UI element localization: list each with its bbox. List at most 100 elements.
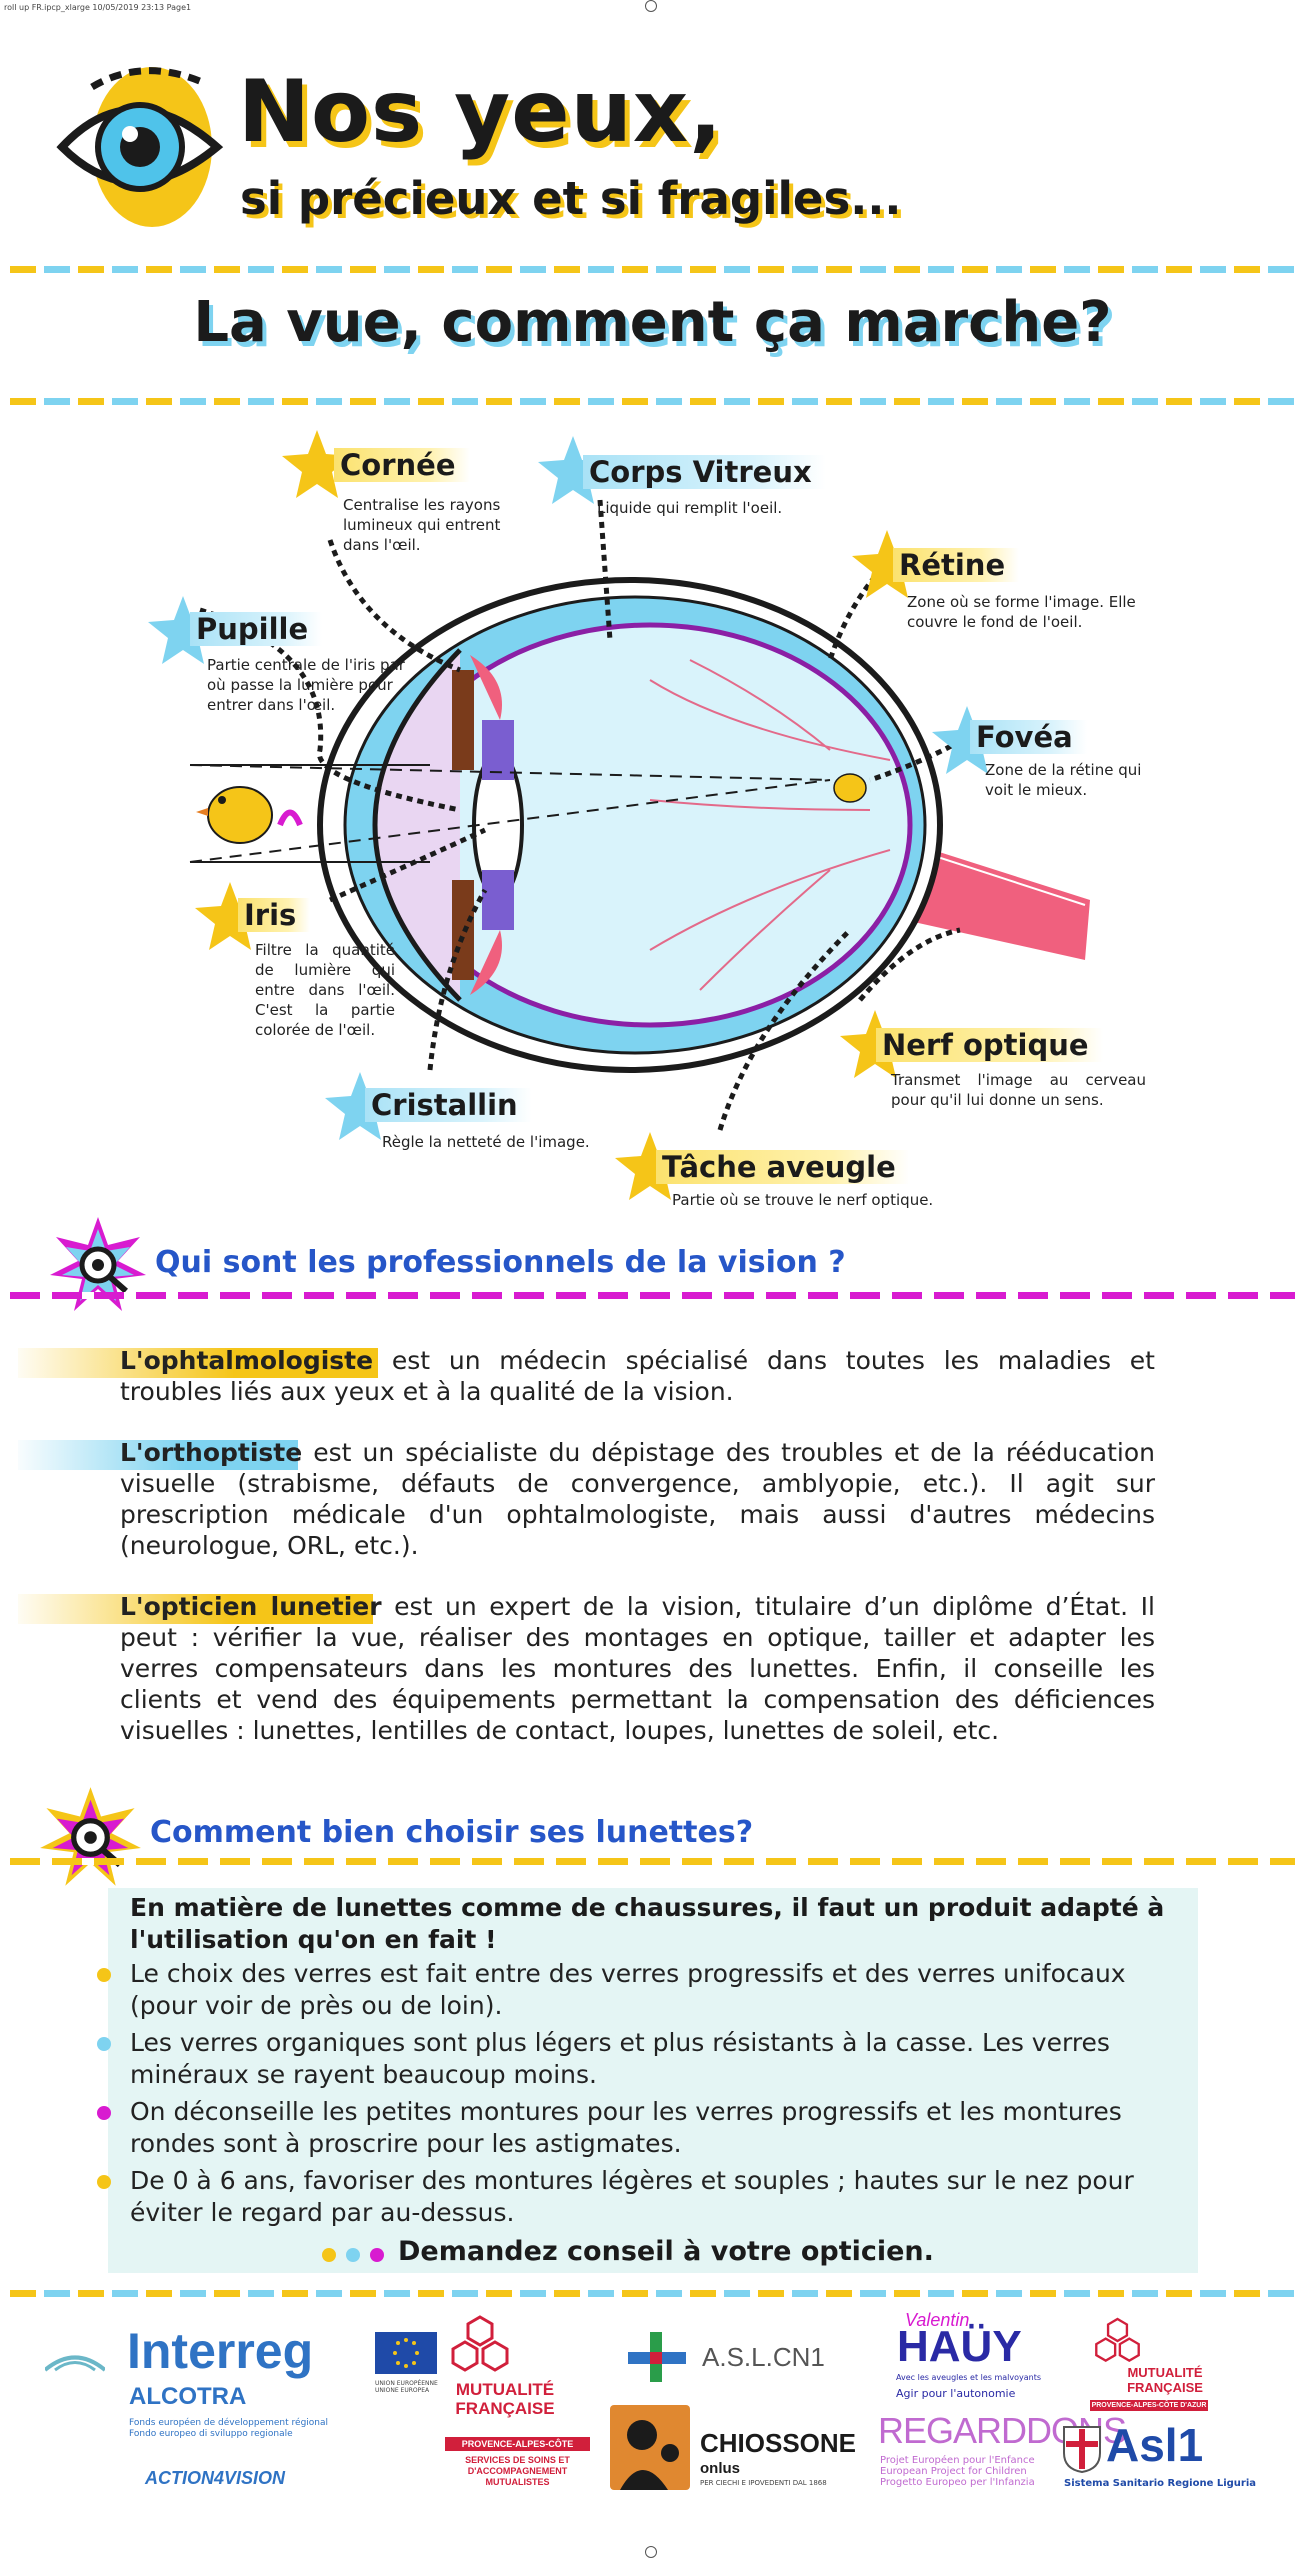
label-nerf-optique: Nerf optique: [876, 1028, 1103, 1062]
term-orthoptiste: L'orthoptiste: [120, 1438, 303, 1467]
mutualite-region-2: PROVENCE-ALPES-CÔTE D'AZUR: [1090, 2400, 1208, 2411]
star-icon: [852, 530, 922, 598]
eye-logo-icon: [56, 67, 224, 227]
highlight-opticien: [18, 1594, 373, 1624]
label-tache-aveugle: Tâche aveugle: [656, 1150, 910, 1184]
star-icon: [932, 706, 1002, 774]
divider-section: [10, 398, 1295, 405]
interreg-sub2: Fondo europeo di sviluppo regionale: [129, 2429, 293, 2439]
label-cornee: Cornée: [334, 448, 470, 482]
asl1-logo: Asl1: [1106, 2419, 1204, 2471]
page-subtitle: si précieux et si fragiles...: [240, 172, 902, 225]
highlight-ophtalmo: [18, 1348, 378, 1378]
tip-item: Les verres organiques sont plus légers e…: [130, 2028, 1110, 2089]
para-opticien: L'opticien lunetier est un expert de la …: [120, 1591, 1155, 1746]
mutualite-logo: MUTUALITÉ FRANÇAISE: [455, 2380, 555, 2418]
bullet-dot: [97, 1968, 111, 1982]
asl1-sub: Sistema Sanitario Regione Liguria: [1064, 2478, 1257, 2489]
desc-pupille: Partie centrale de l'iris par où passe l…: [207, 656, 405, 714]
registration-mark-bottom: [645, 2546, 657, 2558]
text-orthoptiste: est un spécialiste du dépistage des trou…: [120, 1438, 1155, 1560]
valentin-text: Valentin: [905, 2310, 970, 2330]
divider-professionals: [10, 1292, 1295, 1299]
alcotra-logo: ALCOTRA: [129, 2383, 247, 2410]
para-ophtalmologiste: L'ophtalmologiste est un médecin spécial…: [120, 1345, 1155, 1407]
divider-footer: [10, 2290, 1295, 2297]
star-icon: [538, 436, 608, 504]
interreg-wave-icon: [45, 2355, 105, 2372]
desc-cristallin: Règle la netteté de l'image.: [382, 1133, 590, 1151]
mutualite-region: PROVENCE-ALPES-CÔTE D'AZUR: [445, 2437, 590, 2463]
chiossone-sub: PER CIECHI E IPOVEDENTI DAL 1868: [700, 2479, 827, 2487]
hauy-sub1: Avec les aveugles et les malvoyants: [896, 2373, 1042, 2382]
magnifier-star-icon: [40, 1787, 141, 1886]
star-icon: [148, 596, 218, 664]
tip-item: On déconseille les petites montures pour…: [130, 2097, 1122, 2158]
star-icon: [325, 1072, 395, 1140]
divider-top: [10, 266, 1295, 273]
desc-iris: Filtre la quantité de lumière qui entre …: [255, 941, 395, 1039]
tips-box: [108, 1888, 1198, 2273]
bullet-dot: [97, 2106, 111, 2120]
label-fovea: Fovéa: [970, 720, 1087, 754]
cta-text: Demandez conseil à votre opticien.: [398, 2236, 934, 2267]
chiossone-logo: CHIOSSONE: [700, 2428, 857, 2458]
star-icon: [282, 430, 352, 498]
cta-dot: [322, 2248, 336, 2262]
regarddons-sub2: European Project for Children: [880, 2466, 1027, 2477]
mutualite-hexagon-icon-2: [1095, 2317, 1140, 2363]
print-marks: roll up FR.ipcp_xlarge 10/05/2019 23:13 …: [4, 3, 192, 12]
eu-caption-1: UNION EUROPÉENNE: [375, 2380, 438, 2387]
cta-dot: [346, 2248, 360, 2262]
label-cristallin: Cristallin: [365, 1088, 532, 1122]
desc-nerf-optique: Transmet l'image au cerveau pour qu'il l…: [891, 1071, 1146, 1109]
liguria-shield-icon: [1063, 2426, 1101, 2473]
chiossone-portrait-icon: [610, 2405, 690, 2490]
registration-mark-top: [645, 0, 657, 12]
para-orthoptiste: L'orthoptiste est un spécialiste du dépi…: [120, 1437, 1155, 1561]
star-icon: [840, 1010, 910, 1078]
tip-item: Le choix des verres est fait entre des v…: [130, 1959, 1126, 2020]
bullet-dot: [97, 2037, 111, 2051]
label-retine: Rétine: [893, 548, 1020, 582]
glasses-title: Comment bien choisir ses lunettes?: [150, 1815, 754, 1850]
desc-tache-aveugle: Partie où se trouve le nerf optique.: [672, 1191, 934, 1209]
desc-cornee: Centralise les rayons lumineux qui entre…: [343, 496, 501, 554]
desc-fovea: Zone de la rétine qui voit le mieux.: [985, 761, 1142, 799]
interreg-logo: Interreg: [127, 2323, 314, 2379]
chiossone-onlus: onlus: [700, 2460, 740, 2477]
mutualite-services: SERVICES DE SOINS ET D'ACCOMPAGNEMENT MU…: [465, 2455, 570, 2487]
term-opticien: L'opticien lunetier: [120, 1592, 382, 1621]
label-corps-vitreux: Corps Vitreux: [583, 455, 826, 489]
action4vision-logo: ACTION4VISION: [145, 2468, 286, 2488]
tips-lead: En matière de lunettes comme de chaussur…: [130, 1893, 1165, 1954]
tip-item: De 0 à 6 ans, favoriser des montures lég…: [130, 2166, 1134, 2227]
star-icon: [195, 882, 265, 950]
asl-cross-icon: [628, 2332, 686, 2382]
text-opticien: est un expert de la vision, titulaire d’…: [120, 1592, 1155, 1745]
eu-flag-icon: [375, 2332, 437, 2374]
asl-cn1-logo: A.S.L.CN1: [702, 2342, 825, 2372]
eu-caption-2: UNIONE EUROPEA: [375, 2387, 430, 2394]
page-title: Nos yeux,: [238, 62, 723, 162]
label-iris: Iris: [238, 898, 311, 932]
label-pupille: Pupille: [190, 612, 323, 646]
hauy-logo: HAÜY: [897, 2322, 1022, 2371]
text-ophtalmologiste: est un médecin spécialisé dans toutes le…: [120, 1346, 1155, 1406]
regarddons-sub3: Progetto Europeo per l'Infanzia: [880, 2477, 1035, 2488]
desc-retine: Zone où se forme l'image. Elle couvre le…: [907, 593, 1136, 631]
highlight-orthoptiste: [18, 1440, 298, 1470]
star-icon: [615, 1132, 685, 1200]
hauy-sub2: Agir pour l'autonomie: [896, 2387, 1016, 2400]
cta-dot: [370, 2248, 384, 2262]
regarddons-sub1: Projet Européen pour l'Enfance: [880, 2455, 1035, 2466]
divider-glasses: [10, 1858, 1295, 1865]
desc-corps-vitreux: Liquide qui remplit l'oeil.: [597, 499, 783, 517]
bullet-dot: [97, 2175, 111, 2189]
professionals-title: Qui sont les professionnels de la vision…: [155, 1245, 846, 1280]
eye-diagram: [189, 499, 1090, 1131]
mutualite-logo-2: MUTUALITÉ FRANÇAISE: [1127, 2365, 1203, 2395]
section-title-vision: La vue, comment ça marche?: [193, 290, 1112, 355]
mutualite-hexagon-icon: [451, 2315, 509, 2372]
term-ophtalmologiste: L'ophtalmologiste: [120, 1346, 374, 1375]
